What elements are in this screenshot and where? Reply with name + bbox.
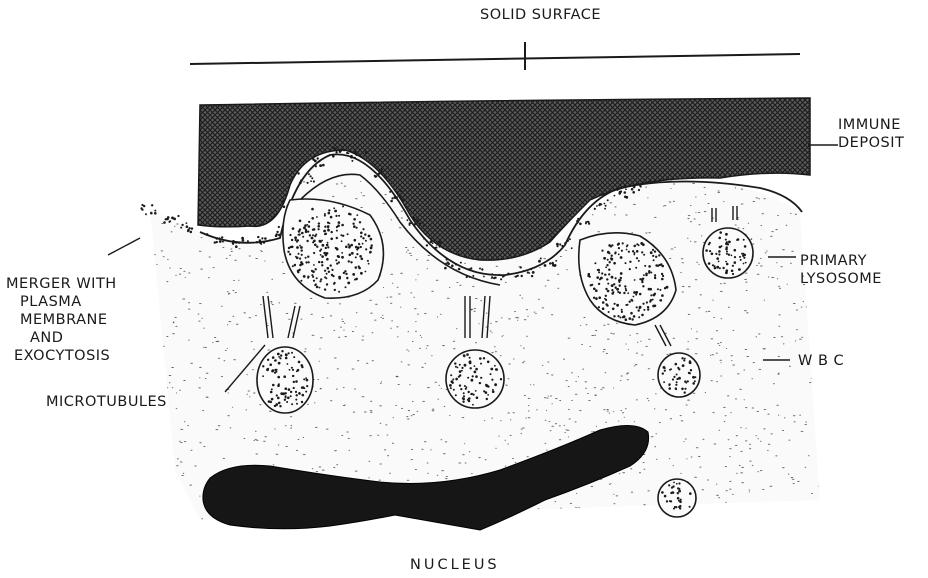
label-wbc: W B C: [798, 352, 844, 370]
solid-surface-line: [190, 42, 800, 70]
lysosome-center: [446, 350, 504, 408]
label-immune-deposit: IMMUNE DEPOSIT: [838, 116, 904, 152]
label-primary-lysosome: PRIMARY LYSOSOME: [800, 252, 882, 288]
lysosome-right: [658, 353, 700, 397]
label-nucleus: NUCLEUS: [410, 556, 500, 574]
label-merger: MERGER WITH PLASMA MEMBRANE AND EXOCYTOS…: [6, 275, 117, 365]
label-microtubules: MICROTUBULES: [46, 393, 167, 411]
label-solid-surface: SOLID SURFACE: [480, 6, 601, 24]
